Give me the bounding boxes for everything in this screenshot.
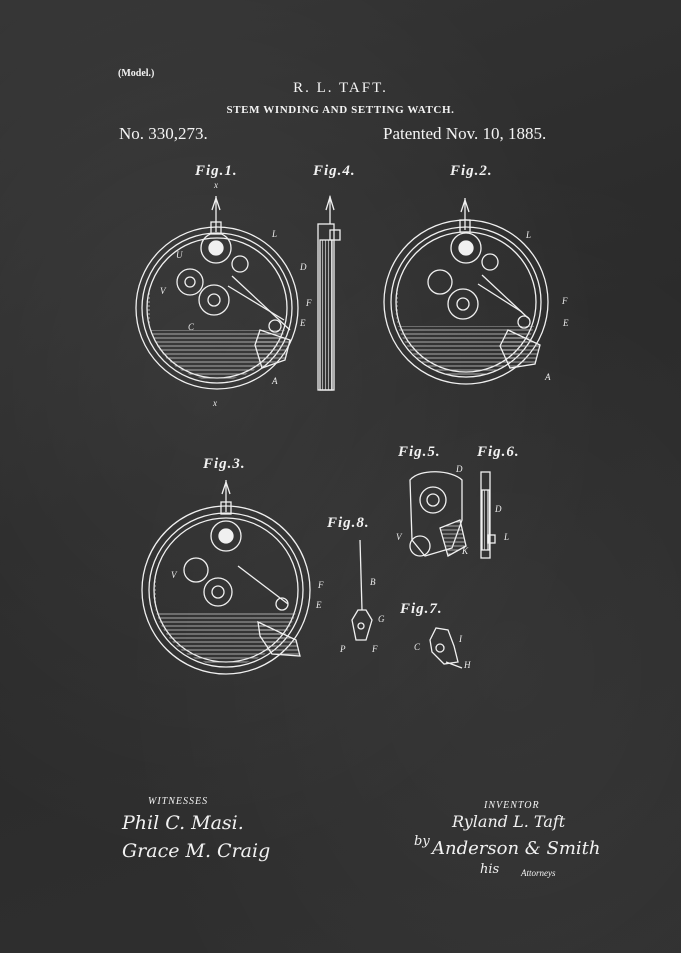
fig3-watch-drawing (141, 479, 311, 675)
fig6-caption: Fig.6. (477, 444, 520, 460)
patent-number: No. 330,273. (119, 124, 208, 143)
fig5-mechanism-drawing (409, 471, 467, 557)
patent-title: STEM WINDING AND SETTING WATCH. (226, 104, 455, 116)
witness-signature-1: Phil C. Masi. (122, 812, 244, 834)
by-label: by (414, 834, 430, 849)
model-label: (Model.) (118, 68, 155, 79)
fig4-caption: Fig.4. (313, 163, 356, 179)
fig6-bar-drawing (480, 471, 496, 559)
fig8-caption: Fig.8. (327, 515, 370, 531)
attorney-signature: Anderson & Smith (432, 838, 601, 859)
fig4-bar-drawing (317, 194, 341, 391)
inventor-name: R. L. TAFT. (293, 80, 388, 96)
fig2-watch-drawing (383, 197, 549, 385)
inventor-signature: Ryland L. Taft (452, 812, 566, 831)
witnesses-label: WITNESSES (148, 796, 209, 807)
witness-signature-2: Grace M. Craig (122, 840, 271, 862)
fig5-caption: Fig.5. (398, 444, 441, 460)
fig7-caption: Fig.7. (400, 601, 443, 617)
patent-date: Patented Nov. 10, 1885. (383, 124, 547, 143)
fig7-part-drawing (429, 627, 463, 669)
fig2-caption: Fig.2. (450, 163, 493, 179)
fig1-watch-drawing (135, 195, 299, 390)
fig1-caption: Fig.1. (195, 163, 238, 179)
inventor-label: INVENTOR (484, 800, 540, 811)
fig8-part-drawing (351, 539, 373, 641)
his-label: his (480, 862, 500, 877)
attorneys-label: Attorneys (521, 868, 556, 878)
fig3-caption: Fig.3. (203, 456, 246, 472)
